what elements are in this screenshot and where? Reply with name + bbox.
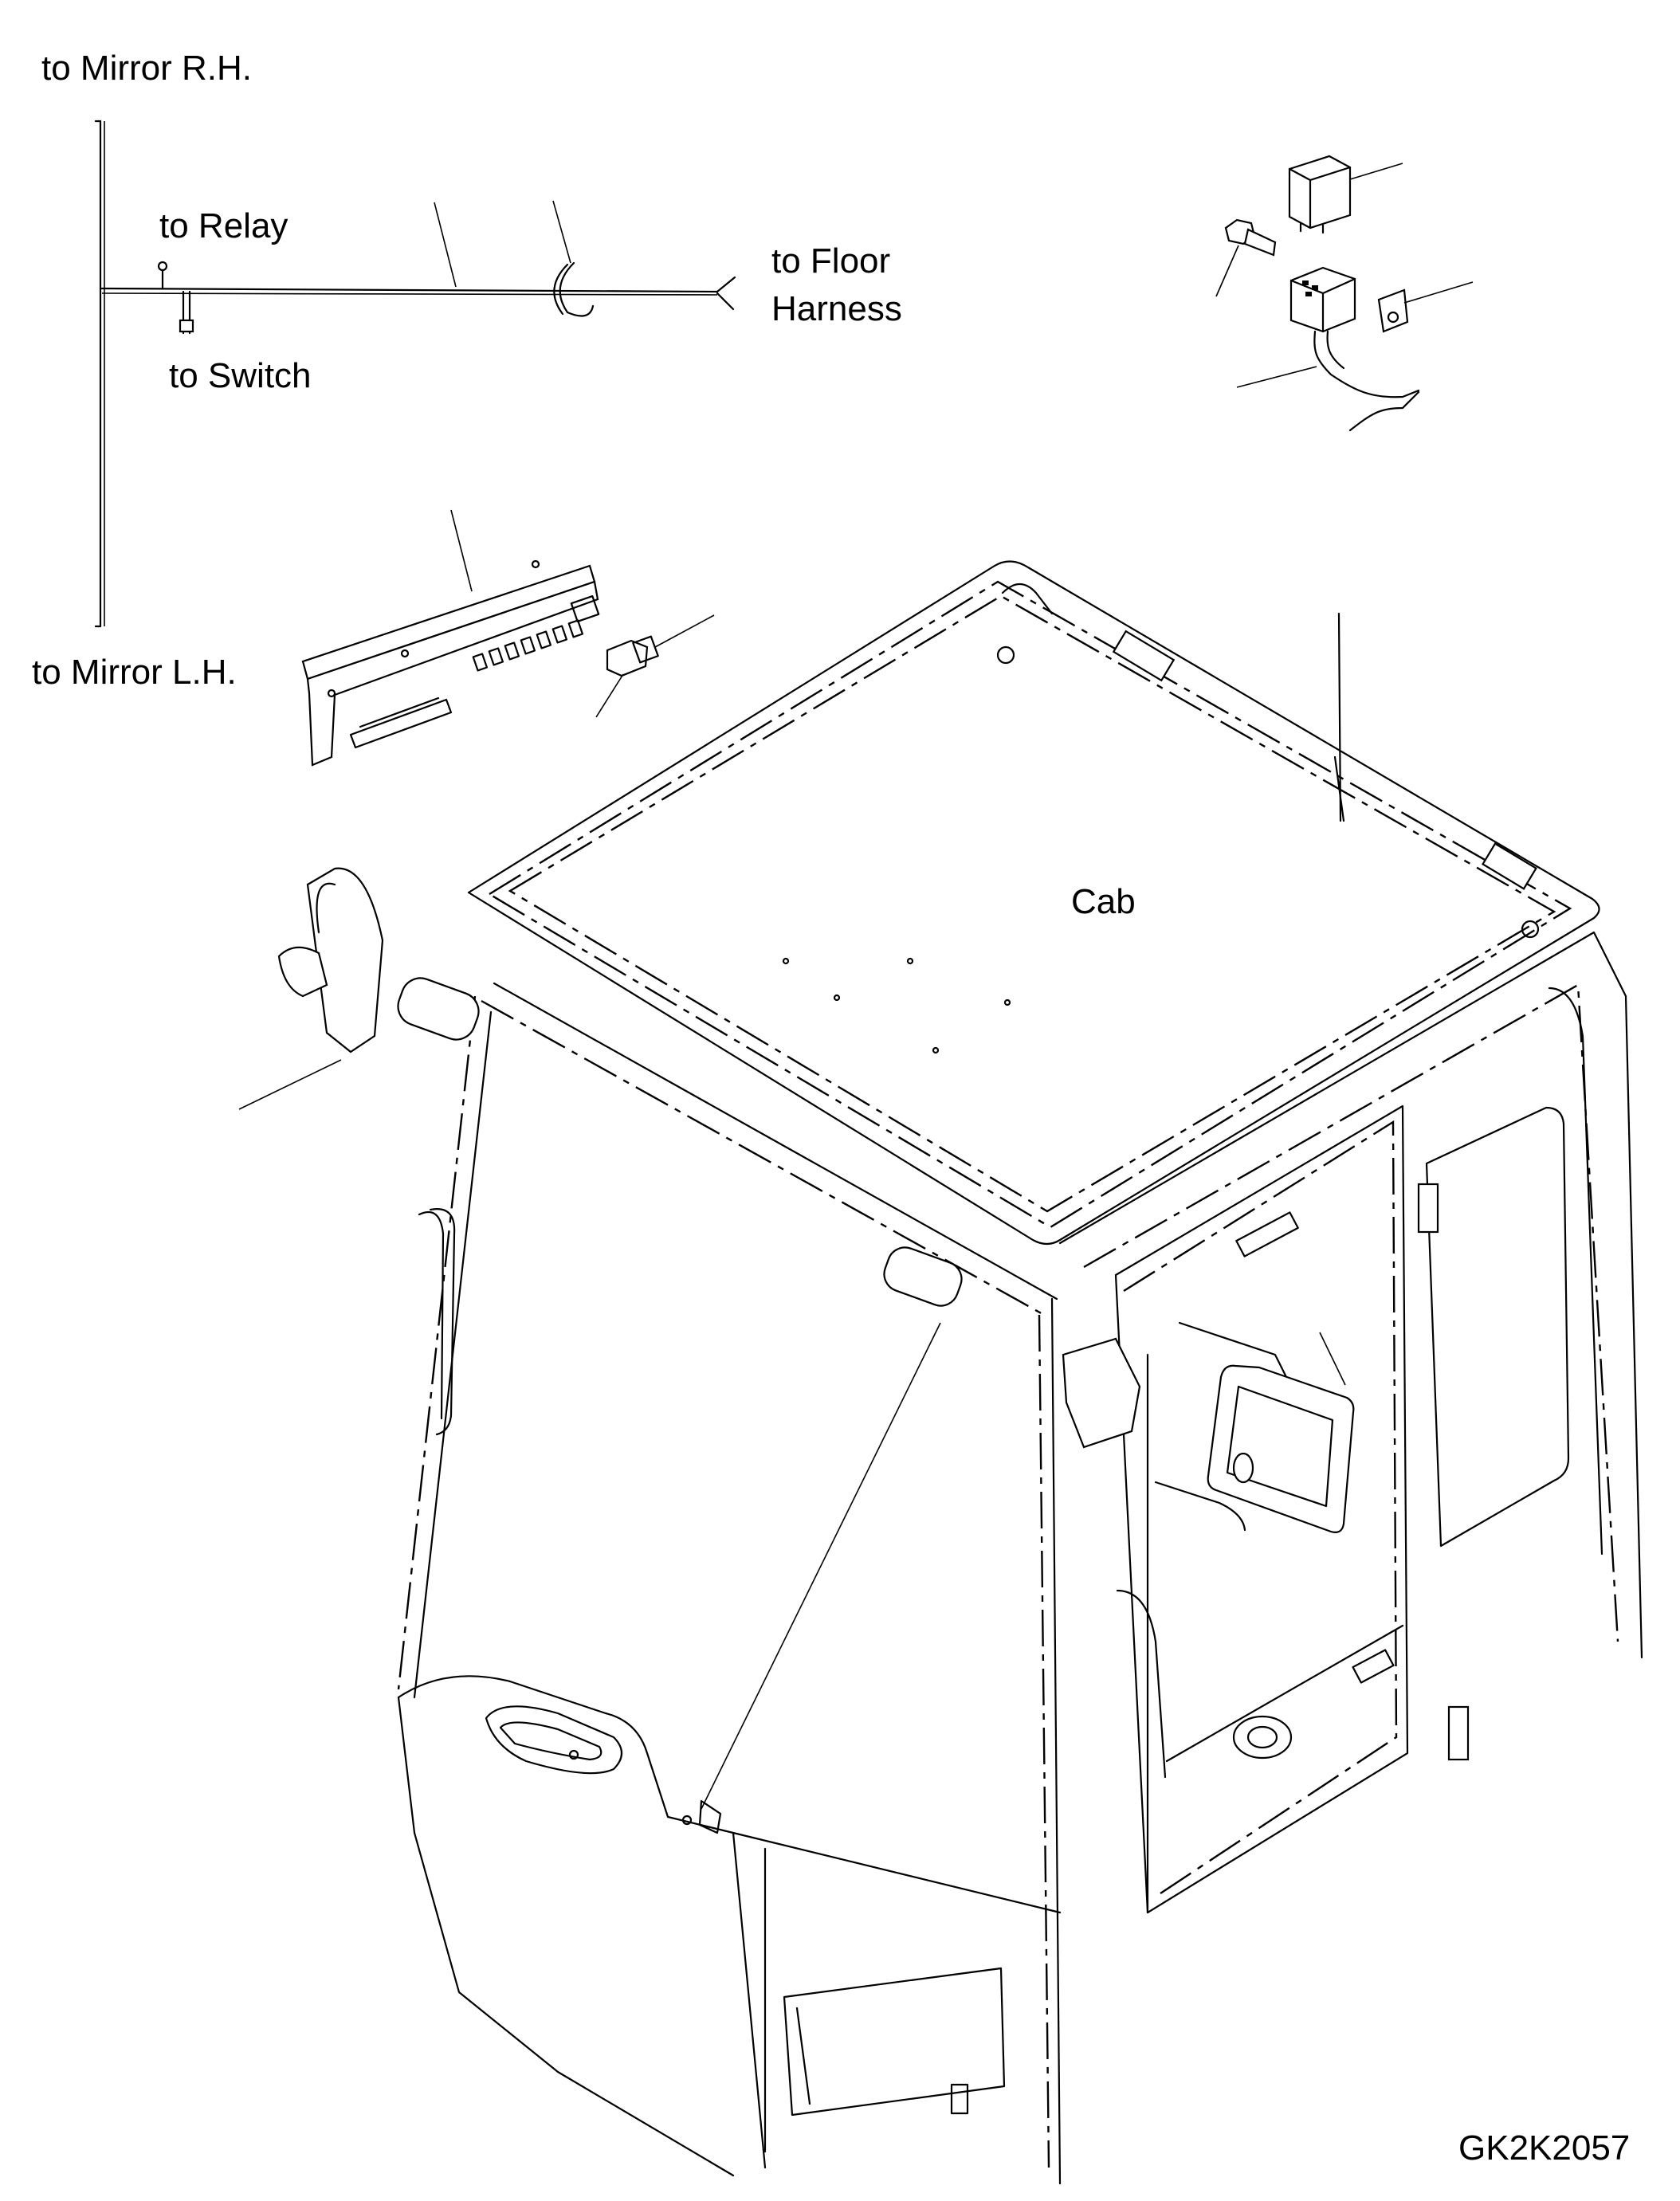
bracket [1377,288,1409,333]
label-floor-harness-1: to Floor [771,241,891,281]
label-relay: to Relay [159,206,289,245]
switch-panel [301,559,600,767]
leader-relay [1349,163,1403,180]
label-cab: Cab [1071,882,1136,921]
label-floor-harness-2: Harness [771,289,902,328]
leader-bracket [1403,281,1474,304]
mirror-harness [94,120,736,628]
figure-code: GK2K2057 [1458,2128,1631,2168]
label-switch: to Switch [169,356,312,395]
leader-panel [450,509,473,592]
leader-clip [552,200,571,264]
relay-socket [1289,266,1420,432]
switch [606,635,659,677]
label-mirror-rh: to Mirror R.H. [41,49,252,88]
label-mirror-lh: to Mirror L.H. [32,653,237,692]
bolt [1224,218,1277,257]
relay [1288,155,1352,234]
leader-bolt [1215,245,1239,297]
cab [238,560,1643,2185]
leader-switch-a [654,614,715,648]
leader-harness [434,202,457,288]
leader-switch-b [595,673,624,718]
harness-clip [553,261,595,317]
leader-socket [1236,366,1317,388]
